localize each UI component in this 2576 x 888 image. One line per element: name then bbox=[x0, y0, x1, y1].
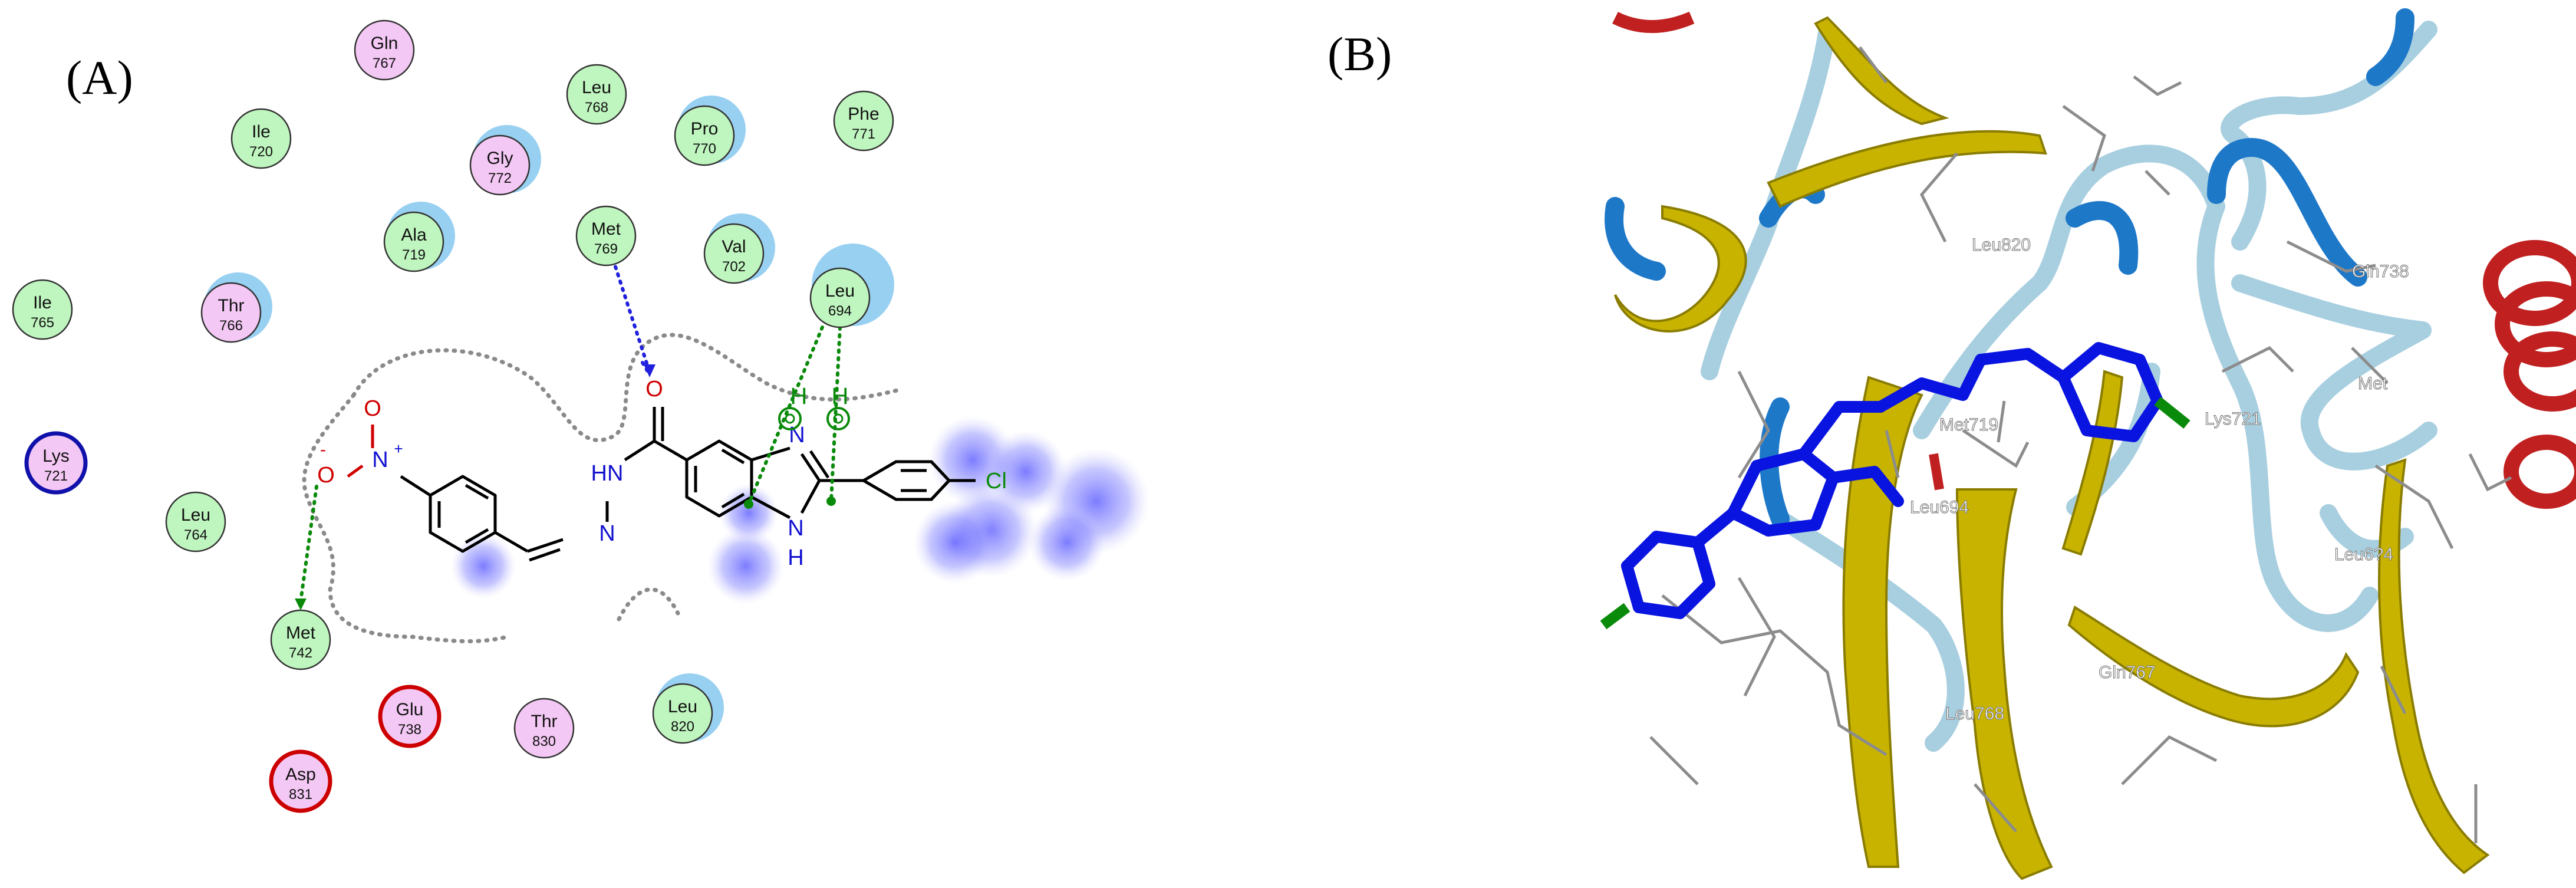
residue-ile765: Ile 765 bbox=[12, 279, 73, 340]
residue-name: Phe bbox=[848, 104, 879, 124]
residue-name: Lys bbox=[42, 446, 70, 466]
atom-minus: - bbox=[320, 440, 326, 459]
residue-number: 771 bbox=[852, 126, 875, 142]
residue-met769: Met 769 bbox=[575, 205, 637, 267]
ligand-3d-cl bbox=[1600, 603, 1630, 630]
beta-sheets-yellow bbox=[1614, 16, 2490, 880]
residue-name: Met bbox=[286, 623, 316, 643]
residue-gly772: Gly 772 bbox=[469, 125, 541, 196]
pocket-contour bbox=[302, 333, 904, 643]
residue-thr766: Thr 766 bbox=[200, 272, 272, 343]
atom-imid-nh: N bbox=[788, 516, 803, 541]
residue-name: Leu bbox=[582, 78, 611, 97]
residue-number: 831 bbox=[289, 787, 312, 803]
atom-n-hydrazone: N bbox=[599, 521, 615, 546]
residue-number: 738 bbox=[398, 722, 421, 738]
residue-phe771: Phe 771 bbox=[833, 90, 894, 152]
residue-number: 719 bbox=[402, 247, 426, 263]
residue-name: Asp bbox=[285, 765, 316, 784]
atom-nitro-o-minus: O bbox=[317, 463, 335, 488]
pi-h-leu694-b bbox=[829, 325, 842, 503]
panel-b-label: (B) bbox=[1327, 27, 1392, 81]
residue-glu738: Glu 738 bbox=[378, 685, 442, 748]
atom-imid-h: H bbox=[788, 545, 803, 570]
residue-number: 772 bbox=[488, 170, 512, 186]
residue-name: Leu bbox=[825, 281, 855, 301]
helix-right bbox=[2483, 240, 2576, 509]
label3d-gln738: Gln738 bbox=[2352, 262, 2409, 281]
residue-thr830: Thr 830 bbox=[513, 698, 575, 759]
residue-number: 768 bbox=[585, 100, 608, 116]
residue-gln767: Gln 767 bbox=[354, 19, 415, 81]
residue-name: Glu bbox=[396, 700, 424, 719]
residue-name: Pro bbox=[691, 119, 719, 139]
residue-name: Leu bbox=[181, 505, 210, 525]
residue-number: 764 bbox=[184, 527, 207, 543]
residue-name: Ile bbox=[33, 293, 52, 313]
residue-lys721: Lys 721 bbox=[24, 431, 88, 495]
residue-name: Met bbox=[591, 219, 621, 239]
label3d-leu6x4: Leu6?4 bbox=[2334, 545, 2393, 564]
side-chains bbox=[1649, 46, 2512, 843]
interaction-endpoints bbox=[295, 364, 836, 610]
residue-asp831: Asp 831 bbox=[269, 749, 332, 813]
label3d-gln767: Gln767 bbox=[2099, 663, 2156, 682]
label3d-leu820: Leu820 bbox=[1972, 235, 2031, 255]
residue-number: 767 bbox=[373, 55, 396, 71]
residue-number: 830 bbox=[532, 734, 556, 749]
label3d-met719: Met719 bbox=[1939, 415, 1998, 435]
atom-cl: Cl bbox=[986, 469, 1007, 494]
residue-name: Leu bbox=[668, 697, 697, 716]
pi-h-label-2: H bbox=[832, 383, 849, 409]
helix-top-left bbox=[1612, 11, 1695, 33]
residue-name: Gln bbox=[371, 34, 398, 53]
residue-ala719: Ala 719 bbox=[383, 202, 455, 272]
pi-h-label-1: H bbox=[790, 383, 808, 409]
label3d-leu694: Leu694 bbox=[1910, 498, 1969, 517]
residue-number: 720 bbox=[249, 144, 273, 160]
residue-name: Val bbox=[722, 237, 746, 256]
residue-name: Thr bbox=[531, 712, 558, 731]
residue-name: Gly bbox=[487, 149, 513, 168]
residue-nodes: Gln767Ile720Leu768Gly772Pro770Phe771Ala7… bbox=[12, 19, 894, 813]
ligand-atom-labels: O HN N N + O O - N N H Cl bbox=[317, 377, 1007, 570]
residue-leu768: Leu 768 bbox=[566, 64, 627, 125]
label3d-leu768: Leu768 bbox=[1945, 704, 2004, 723]
residue-leu764: Leu 764 bbox=[165, 491, 226, 552]
residue-number: 769 bbox=[594, 241, 618, 257]
atom-hn: HN bbox=[591, 461, 624, 486]
ligand-3d-oxygen bbox=[1929, 453, 1944, 491]
atom-nitro-o-top: O bbox=[364, 396, 381, 421]
residue-number: 765 bbox=[31, 315, 54, 331]
residue-name: Thr bbox=[218, 296, 245, 315]
atom-o-carbonyl: O bbox=[645, 377, 663, 402]
residue-number: 721 bbox=[44, 468, 68, 484]
residue-ile720: Ile 720 bbox=[230, 108, 292, 169]
ligand-structure bbox=[347, 407, 976, 562]
residue-leu820: Leu 820 bbox=[652, 673, 724, 744]
residue-name: Ile bbox=[252, 122, 271, 142]
label3d-met: Met bbox=[2358, 374, 2388, 393]
residue-name: Ala bbox=[401, 225, 427, 245]
residue-pro770: Pro 770 bbox=[674, 96, 746, 166]
residue-number: 702 bbox=[722, 259, 746, 275]
panel-a-label: (A) bbox=[66, 51, 133, 104]
ligand-exposure-glows bbox=[451, 416, 1149, 604]
residue-leu694: Leu 694 bbox=[809, 244, 894, 328]
residue-number: 820 bbox=[671, 719, 694, 735]
label3d-lys721: Lys721 bbox=[2205, 409, 2261, 429]
atom-nitro-plus: + bbox=[394, 440, 403, 458]
residue-met742: Met 742 bbox=[270, 609, 331, 670]
residue-val702: Val 702 bbox=[703, 213, 775, 284]
pi-markers: H H bbox=[778, 383, 850, 430]
residue-number: 770 bbox=[693, 141, 716, 157]
atom-nitro-n: N bbox=[372, 448, 388, 472]
residue-number: 766 bbox=[219, 318, 243, 334]
residue-number: 694 bbox=[828, 303, 852, 319]
pi-h-leu694-a bbox=[747, 325, 824, 506]
residue-number: 742 bbox=[289, 645, 312, 661]
